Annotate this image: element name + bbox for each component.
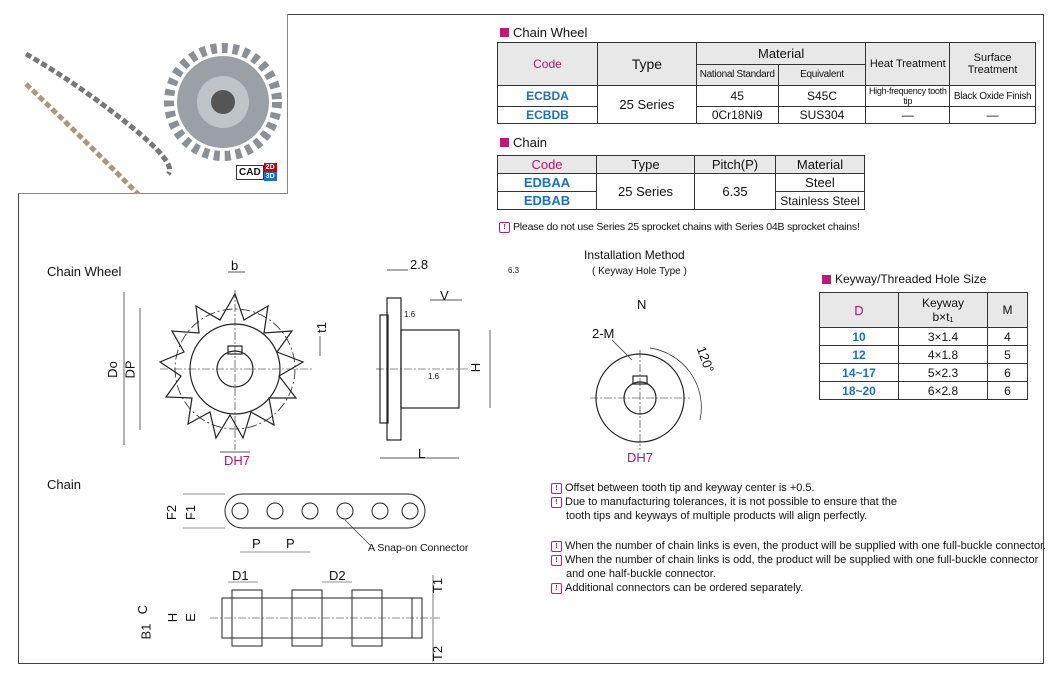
chain-warning: !Please do not use Series 25 sprocket ch…	[499, 220, 860, 234]
dim-h: H	[468, 362, 484, 373]
dim-h-chain: H	[165, 612, 181, 623]
note-list: !Offset between tooth tip and keyway cen…	[551, 481, 1046, 595]
dim-f1: F1	[183, 504, 199, 521]
install-subtitle: ( Keyway Hole Type )	[592, 266, 687, 277]
wheel-table: Code Type Material Heat Treatment Surfac…	[497, 42, 1036, 124]
roughness-2: 1.6	[428, 372, 440, 381]
chain-top-view	[210, 575, 440, 662]
keyway-table-title: Keyway/Threaded Hole Size	[822, 272, 986, 286]
dim-dh7: DH7	[224, 453, 251, 468]
chain-table: Code Type Pitch(P) Material EDBAA 25 Ser…	[497, 155, 865, 210]
two-m-label: 2-M	[592, 326, 615, 341]
dim-b: b	[231, 258, 239, 273]
product-photo-art	[24, 43, 282, 194]
roughness-3: 6.3	[508, 266, 520, 275]
chain-table-title: Chain	[500, 135, 547, 150]
dim-2-8: 2.8	[410, 257, 429, 272]
install-title: Installation Method	[584, 248, 685, 262]
dim-t1: t1	[313, 322, 329, 333]
note-additional: !Additional connectors can be ordered se…	[551, 581, 1046, 595]
dim-d2: D2	[329, 568, 346, 583]
document-frame	[18, 14, 1044, 664]
dim-b1: B1	[138, 623, 154, 640]
dim-f2: F2	[164, 504, 180, 521]
note-odd: !When the number of chain links is odd, …	[551, 553, 1046, 567]
chain-label: Chain	[47, 477, 81, 492]
dim-c: C	[135, 604, 151, 615]
roughness-1: 1.6	[404, 310, 416, 319]
note-offset: !Offset between tooth tip and keyway cen…	[551, 481, 1046, 495]
warning-icon: !	[551, 582, 562, 594]
n-label: N	[637, 297, 647, 312]
chain-side-view	[183, 493, 426, 553]
dim-t1-chain: T1	[430, 577, 446, 594]
warning-icon: !	[499, 221, 510, 233]
dim-p1: P	[252, 536, 261, 551]
wheel-table-title: Chain Wheel	[500, 25, 587, 40]
snap-connector-label: A Snap-on Connector	[368, 542, 469, 554]
dim-l: L	[418, 446, 426, 461]
dim-dh7-install: DH7	[627, 450, 654, 465]
dim-v: V	[440, 288, 449, 303]
dim-dp: DP	[122, 360, 138, 379]
dim-e: E	[182, 613, 198, 622]
dim-d1: D1	[232, 568, 249, 583]
warning-icon: !	[551, 482, 562, 494]
dim-t2-chain: T2	[430, 645, 446, 662]
dim-p2: P	[286, 536, 295, 551]
note-tolerance: !Due to manufacturing tolerances, it is …	[551, 495, 1046, 509]
note-even: !When the number of chain links is even,…	[551, 539, 1046, 553]
warning-icon: !	[551, 540, 562, 552]
sprocket-outline	[158, 292, 305, 440]
warning-icon: !	[551, 554, 562, 566]
product-photo	[18, 14, 288, 194]
chain-wheel-label: Chain Wheel	[47, 264, 122, 279]
warning-icon: !	[551, 496, 562, 508]
dim-do: Do	[104, 361, 120, 378]
